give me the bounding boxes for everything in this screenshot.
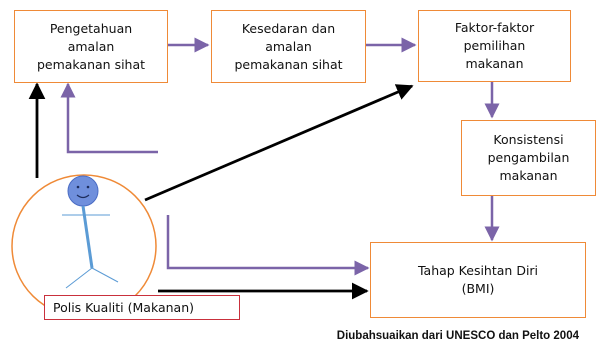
health-box: Tahap Kesihtan Diri (BMI)	[370, 242, 586, 318]
arrow-policy-to-health	[166, 215, 370, 276]
arrow-person-to-factors	[144, 84, 414, 202]
awareness-box: Kesedaran dan amalan pemakanan sihat	[211, 10, 366, 83]
policy-label: Polis Kualiti (Makanan)	[44, 295, 240, 320]
arrow-to-knowledge-feedback	[60, 82, 158, 154]
knowledge-box: Pengetahuan amalan pemakanan sihat	[14, 10, 168, 83]
factors-box: Faktor-faktor pemilihan makanan	[418, 10, 571, 82]
source-note: Diubahsuaikan dari UNESCO dan Pelto 2004	[336, 330, 579, 342]
stick-figure-icon	[62, 175, 119, 289]
consistency-box: Konsistensi pengambilan makanan	[461, 120, 596, 196]
